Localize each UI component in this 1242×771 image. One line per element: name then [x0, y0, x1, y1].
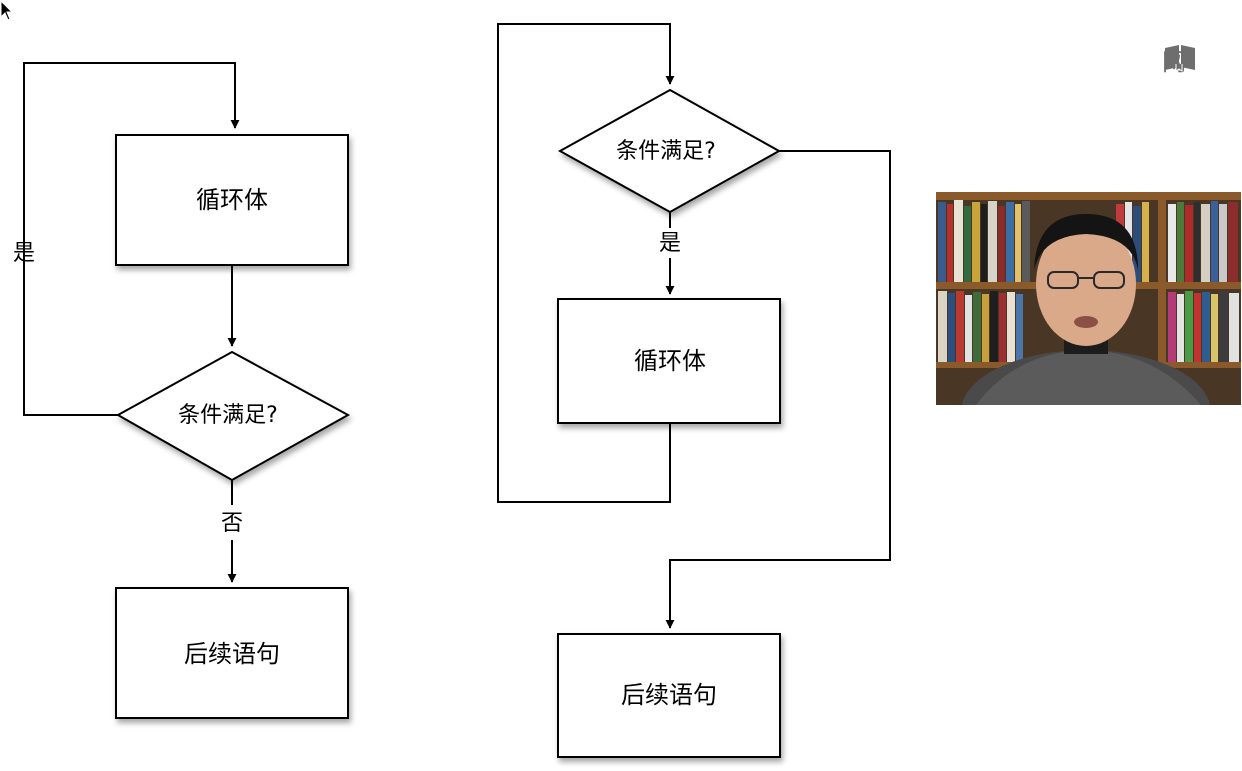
right-yes-label: 是 [659, 231, 681, 256]
webcam-video [936, 192, 1241, 405]
left-loop-body-box: 循环体 [115, 134, 349, 266]
left-no-label: 否 [221, 511, 243, 536]
right-next-statement-box: 后续语句 [557, 633, 781, 758]
right-flowchart: 条件满足? 是 循环体 后续语句 [497, 23, 891, 758]
mouse-cursor-icon [0, 0, 14, 21]
left-loop-back-line [23, 62, 240, 416]
right-loop-back-line [497, 23, 675, 503]
right-next-statement-label: 后续语句 [621, 681, 717, 709]
right-condition-label: 条件满足? [616, 139, 716, 164]
book-icon [1165, 45, 1195, 72]
right-no-path-line [665, 150, 891, 629]
left-loop-body-label: 循环体 [196, 186, 268, 214]
left-next-statement-box: 后续语句 [115, 587, 349, 719]
site-logo: 网 [1162, 42, 1195, 76]
webcam-feed-image [936, 192, 1241, 405]
right-loop-body-box: 循环体 [557, 298, 781, 424]
left-condition-diamond: 条件满足? [115, 350, 351, 482]
left-flowchart: 循环体 条件满足? 是 否 后续语句 [13, 62, 351, 719]
right-loop-body-label: 循环体 [634, 347, 706, 375]
left-next-statement-label: 后续语句 [184, 640, 280, 668]
right-condition-diamond: 条件满足? [557, 88, 782, 214]
left-yes-label: 是 [13, 241, 35, 266]
left-condition-label: 条件满足? [178, 403, 278, 428]
